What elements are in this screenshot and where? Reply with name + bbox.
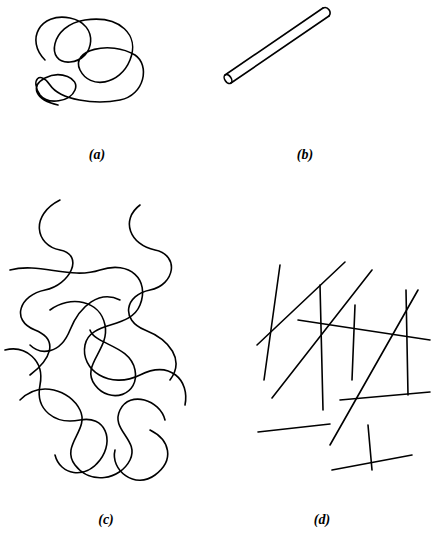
subfigure-label: (c): [98, 512, 114, 528]
rod-array: [257, 262, 430, 470]
subfigure-label: (b): [297, 147, 313, 163]
entangled-coils: [5, 200, 186, 480]
subfigure-label: (a): [89, 147, 105, 163]
subfigure-label: (d): [314, 512, 330, 528]
rigid-rod: [223, 8, 330, 85]
random-coil: [36, 17, 144, 105]
